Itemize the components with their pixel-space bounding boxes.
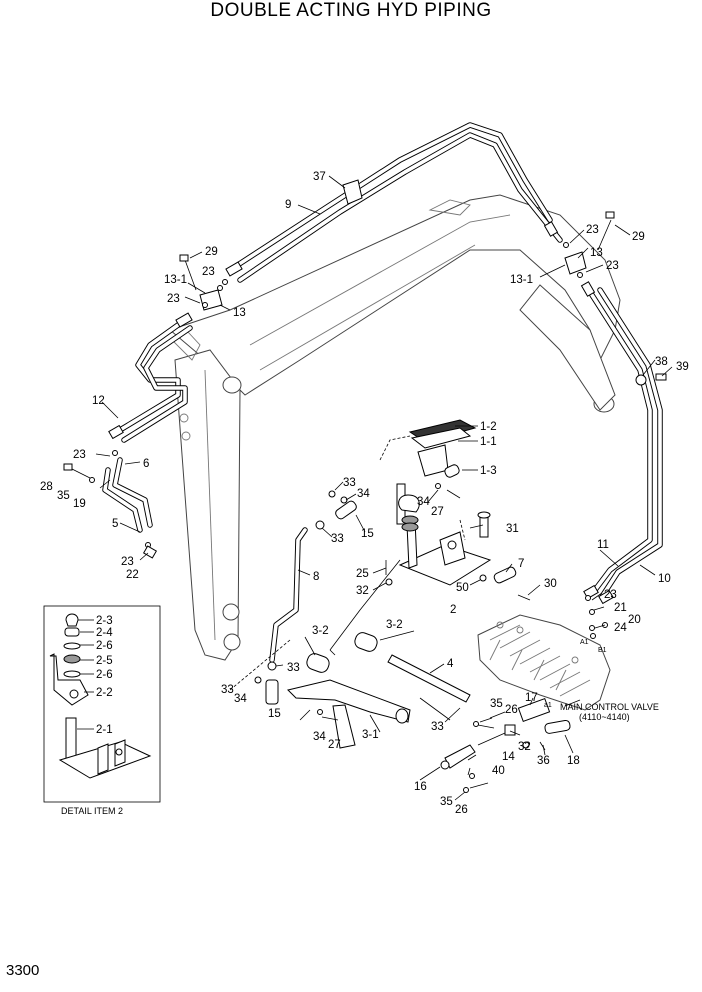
callout-23: 23 — [121, 556, 134, 568]
callout-27: 27 — [431, 506, 444, 518]
callout-8: 8 — [313, 571, 319, 583]
fittings — [63, 179, 667, 639]
callout-50: 50 — [456, 582, 469, 594]
callout-18: 18 — [567, 755, 580, 767]
callout-34: 34 — [234, 693, 247, 705]
callout-30: 30 — [544, 578, 557, 590]
callout-31: 31 — [506, 523, 519, 535]
detail-item-2: 2-3 2-4 2-6 2-5 2-6 2-2 2-1 DETAIL ITEM … — [43, 605, 161, 816]
callout-13-1: 13-1 — [510, 274, 533, 286]
callout-20: 20 — [628, 614, 641, 626]
boom-structure — [168, 194, 621, 661]
callout-33: 33 — [221, 684, 234, 696]
detail-callout-2-2: 2-2 — [96, 687, 113, 699]
callout-32: 32 — [518, 741, 531, 753]
callout-37: 37 — [313, 171, 326, 183]
port-b1-label: B1 — [598, 647, 607, 654]
callout-14: 14 — [502, 751, 515, 763]
detail-callout-2-5: 2-5 — [96, 655, 113, 667]
callout-3-2: 3-2 — [312, 625, 329, 637]
callout-23: 23 — [202, 266, 215, 278]
callout-33: 33 — [331, 533, 344, 545]
callout-35: 35 — [440, 796, 453, 808]
mcv-label-line1: MAIN CONTROL VALVE — [560, 702, 659, 712]
callout-28: 28 — [40, 481, 53, 493]
callout-23: 23 — [606, 260, 619, 272]
callout-15: 15 — [361, 528, 374, 540]
callout-33: 33 — [287, 662, 300, 674]
callout-1-3: 1-3 — [480, 465, 497, 477]
callout-29: 29 — [205, 246, 218, 258]
callout-19: 19 — [73, 498, 86, 510]
callout-15: 15 — [268, 708, 281, 720]
callout-3-1: 3-1 — [362, 729, 379, 741]
callout-6: 6 — [143, 458, 149, 470]
callout-21: 21 — [614, 602, 627, 614]
detail-callout-2-6: 2-6 — [96, 669, 113, 681]
callout-10: 10 — [658, 573, 671, 585]
callout-23: 23 — [604, 589, 617, 601]
port-a1-label: A1 — [580, 639, 589, 646]
callout-22: 22 — [126, 569, 139, 581]
callout-36: 36 — [537, 755, 550, 767]
leader-lines — [95, 175, 673, 801]
callout-33: 33 — [431, 721, 444, 733]
callout-1-1: 1-1 — [480, 436, 497, 448]
callout-3-2: 3-2 — [386, 619, 403, 631]
callout-38: 38 — [655, 356, 668, 368]
callout-27: 27 — [328, 739, 341, 751]
callout-24: 24 — [614, 622, 627, 634]
callout-4: 4 — [447, 658, 454, 670]
callout-35: 35 — [490, 698, 503, 710]
callout-32: 32 — [356, 585, 369, 597]
callout-1-2: 1-2 — [480, 421, 497, 433]
callout-12: 12 — [92, 395, 105, 407]
callout-5: 5 — [112, 518, 118, 530]
main-control-valve — [477, 614, 611, 711]
pedal-assembly — [315, 419, 531, 601]
lower-linkage — [254, 632, 571, 793]
callout-39: 39 — [676, 361, 689, 373]
callout-13-1: 13-1 — [164, 274, 187, 286]
detail-callout-2-3: 2-3 — [96, 615, 113, 627]
callout-26: 26 — [505, 704, 518, 716]
detail-callout-2-1: 2-1 — [96, 724, 113, 736]
nut-part — [64, 627, 80, 637]
callout-16: 16 — [414, 781, 427, 793]
callout-25: 25 — [356, 568, 369, 580]
spring-part — [63, 654, 81, 664]
callout-29: 29 — [632, 231, 645, 243]
hydraulic-pipes — [102, 122, 663, 663]
page-title: DOUBLE ACTING HYD PIPING — [210, 0, 492, 21]
callout-9: 9 — [285, 199, 291, 211]
callout-11: 11 — [597, 539, 609, 551]
callout-13: 13 — [590, 247, 603, 259]
callout-23: 23 — [167, 293, 180, 305]
callout-34: 34 — [313, 731, 326, 743]
page-number: 3300 — [6, 962, 40, 979]
callout-23: 23 — [73, 449, 86, 461]
washer-part — [63, 642, 81, 650]
washer-part — [63, 670, 81, 678]
callout-33: 33 — [343, 477, 356, 489]
callout-26: 26 — [455, 804, 468, 816]
detail-callout-2-6: 2-6 — [96, 640, 113, 652]
callouts: 37 9 29 13-1 23 23 13 23 29 13-1 13 23 3… — [40, 171, 689, 816]
callout-34: 34 — [417, 496, 430, 508]
callout-2: 2 — [450, 604, 456, 616]
callout-35: 35 — [57, 490, 70, 502]
callout-17: 17 — [525, 692, 538, 704]
callout-40: 40 — [492, 765, 505, 777]
port-a1-small-label: a1 — [544, 702, 552, 709]
callout-34: 34 — [357, 488, 370, 500]
callout-13: 13 — [233, 307, 246, 319]
callout-7: 7 — [518, 558, 524, 570]
knob-part — [65, 613, 79, 627]
mcv-label-line2: (4110~4140) — [579, 712, 630, 722]
callout-23: 23 — [586, 224, 599, 236]
detail-callout-2-4: 2-4 — [96, 627, 113, 639]
detail-caption: DETAIL ITEM 2 — [61, 806, 123, 816]
